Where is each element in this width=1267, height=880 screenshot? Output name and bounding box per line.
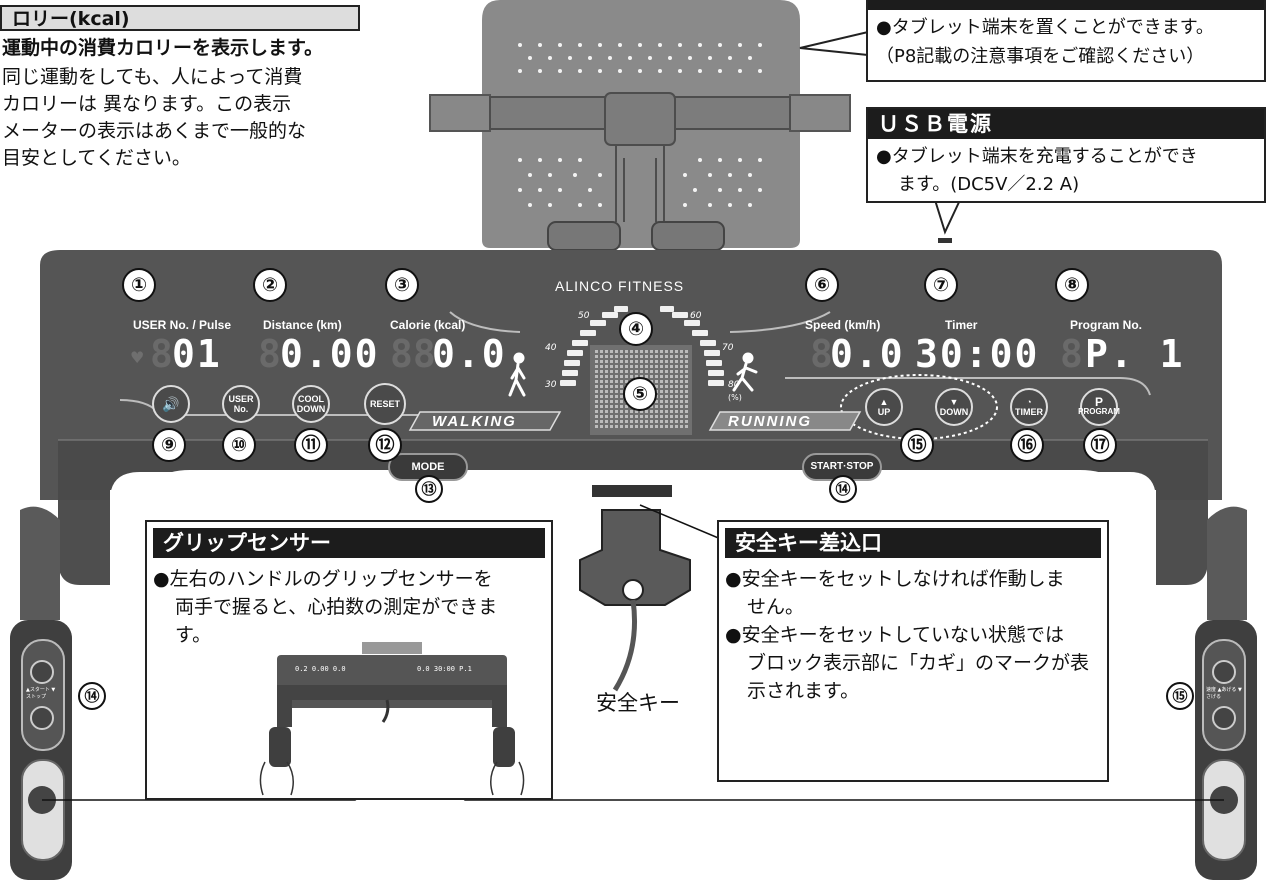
tablet-note-box: ●タブレット端末を置くことができます。 （P8記載の注意事項をご確認ください） xyxy=(866,0,1266,82)
calorie-note-line-5: 目安としてください。 xyxy=(2,147,191,169)
marker-12: ⑫ xyxy=(368,428,402,462)
gauge-tick-60: 60 xyxy=(690,311,702,321)
user-no-button[interactable]: USER No. xyxy=(222,385,260,423)
safety-note-line-3: ●安全キーをセットしていない状態では xyxy=(725,624,1065,646)
brand-logo: ALINCO FITNESS xyxy=(555,278,685,294)
label-speed: Speed (km/h) xyxy=(805,318,881,332)
marker-14-grip: ⑭ xyxy=(78,682,106,710)
gauge-tick-70: 70 xyxy=(722,343,734,353)
marker-11: ⑪ xyxy=(294,428,328,462)
marker-13: ⑬ xyxy=(415,475,443,503)
marker-4: ④ xyxy=(619,312,653,346)
marker-1: ① xyxy=(122,268,156,302)
safety-key-label: 安全キー xyxy=(596,691,680,715)
down-button[interactable]: ▼DOWN xyxy=(935,388,973,426)
ghost-digit: 88 xyxy=(390,332,436,376)
grip-sensor-box: グリップセンサー ●左右のハンドルのグリップセンサーを 両手で握ると、心拍数の測… xyxy=(145,520,553,800)
usb-note-box: ＵＳＢ電源 ●タブレット端末を充電することができ ます。(DC5V／2.2 A) xyxy=(866,107,1266,203)
calorie-note-title: ロリー(kcal) xyxy=(0,5,360,31)
marker-2: ② xyxy=(253,268,287,302)
display-calorie: 0.0 xyxy=(432,332,507,376)
speaker-icon: 🔊 xyxy=(162,396,180,412)
marker-16: ⑯ xyxy=(1010,428,1044,462)
tablet-note-line-2: （P8記載の注意事項をご確認ください） xyxy=(876,46,1205,67)
label-distance: Distance (km) xyxy=(263,318,342,332)
marker-17: ⑰ xyxy=(1083,428,1117,462)
gauge-tick-50: 50 xyxy=(578,311,590,321)
mini-console-illustration: 0.2 0.00 0.0 0.0 30:00 P.1 xyxy=(259,642,525,796)
ghost-digit: 8 xyxy=(1060,332,1083,376)
clock-icon: ◔ xyxy=(1026,397,1032,407)
ghost-digit: 8 xyxy=(258,332,281,376)
marker-15: ⑮ xyxy=(900,428,934,462)
down-arrow-icon: ▼ xyxy=(949,397,959,407)
svg-text:0.2 0.00 0.0: 0.2 0.00 0.0 xyxy=(295,665,346,673)
svg-text:0.0 30:00 P.1: 0.0 30:00 P.1 xyxy=(417,665,472,673)
grip-note-line-3: す。 xyxy=(175,624,212,646)
usb-note-title: ＵＳＢ電源 xyxy=(868,109,1264,139)
marker-3: ③ xyxy=(385,268,419,302)
ghost-digit: 8 xyxy=(810,332,833,376)
reset-button[interactable]: RESET xyxy=(364,383,406,425)
down-label: DOWN xyxy=(939,407,969,417)
up-button[interactable]: ▲UP xyxy=(865,388,903,426)
up-arrow-icon: ▲ xyxy=(879,397,889,407)
ghost-digit: 8 xyxy=(150,332,173,376)
label-program: Program No. xyxy=(1070,318,1143,332)
marker-6: ⑥ xyxy=(805,268,839,302)
safety-note-line-5: 示されます。 xyxy=(747,680,860,702)
grip-note-line-1: ●左右のハンドルのグリップセンサーを xyxy=(153,568,493,590)
calorie-note-line-4: メーターの表示はあくまで一般的な xyxy=(2,120,307,142)
safety-note-line-2: せん。 xyxy=(747,596,805,618)
volume-button[interactable]: 🔊 xyxy=(152,385,190,423)
mode-button[interactable]: MODE xyxy=(388,453,468,481)
label-timer: Timer xyxy=(945,318,978,332)
marker-7: ⑦ xyxy=(924,268,958,302)
grip-note-line-2: 両手で握ると、心拍数の測定ができま xyxy=(175,596,498,618)
walking-label: WALKING xyxy=(432,413,517,430)
safety-note-line-4: ブロック表示部に「カギ」のマークが表 xyxy=(747,652,1090,674)
right-grip-label: 速度 ▲あげる ▼さげる xyxy=(1206,687,1242,700)
running-label: RUNNING xyxy=(728,413,812,430)
marker-14: ⑭ xyxy=(829,475,857,503)
gauge-tick-80: 80 xyxy=(728,380,740,390)
label-calorie: Calorie (kcal) xyxy=(390,318,466,332)
grip-sensor-title: グリップセンサー xyxy=(153,528,545,558)
program-letter: P xyxy=(1094,395,1103,409)
display-user: 01 xyxy=(172,332,222,376)
gauge-tick-30: 30 xyxy=(545,380,557,390)
display-distance: 0.00 xyxy=(280,332,380,376)
safety-key-title: 安全キー差込口 xyxy=(725,528,1101,558)
cool-down-button[interactable]: COOL DOWN xyxy=(292,385,330,423)
calorie-note-line-1: 運動中の消費カロリーを表示します。 xyxy=(2,37,324,59)
display-speed: 0.0 xyxy=(830,332,905,376)
timer-button[interactable]: ◔TIMER xyxy=(1010,388,1048,426)
gauge-tick-40: 40 xyxy=(545,343,557,353)
tablet-note-line-1: ●タブレット端末を置くことができます。 xyxy=(876,17,1214,38)
usb-note-line-2: ます。(DC5V／2.2 A) xyxy=(898,174,1080,195)
marker-10: ⑩ xyxy=(222,428,256,462)
calorie-note-line-3: カロリーは 異なります。この表示 xyxy=(2,93,292,115)
marker-15-grip: ⑮ xyxy=(1166,682,1194,710)
timer-label: TIMER xyxy=(1015,407,1043,417)
safety-key-box: 安全キー差込口 ●安全キーをセットしなければ作動しま せん。 ●安全キーをセット… xyxy=(717,520,1109,782)
marker-8: ⑧ xyxy=(1055,268,1089,302)
heart-icon: ♥ xyxy=(130,348,145,367)
label-user-pulse: USER No. / Pulse xyxy=(133,318,232,332)
gauge-tick-percent: (%) xyxy=(728,393,742,402)
usb-note-line-1: ●タブレット端末を充電することができ xyxy=(876,146,1198,167)
marker-5: ⑤ xyxy=(623,377,657,411)
program-label: PROGRAM xyxy=(1078,407,1120,416)
marker-9: ⑨ xyxy=(152,428,186,462)
display-timer: 30:00 xyxy=(915,332,1040,376)
calorie-note-line-2: 同じ運動をしても、人によって消費 xyxy=(2,66,303,88)
up-label: UP xyxy=(877,407,891,417)
left-grip-label: ▲スタート ▼ストップ xyxy=(26,687,56,700)
safety-note-line-1: ●安全キーをセットしなければ作動しま xyxy=(725,568,1065,590)
display-program: P. 1 xyxy=(1085,332,1185,376)
